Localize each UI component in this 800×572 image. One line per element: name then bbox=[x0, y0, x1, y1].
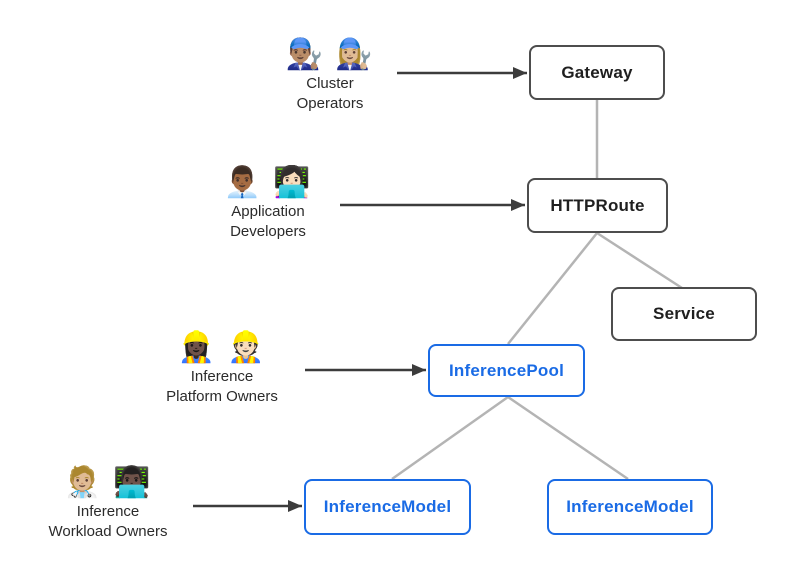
node-inferencemodel-right: InferenceModel bbox=[547, 479, 713, 535]
actor-label-line: Cluster bbox=[306, 75, 354, 92]
actor-label-line: Application bbox=[231, 203, 305, 220]
actor-label-line: Developers bbox=[230, 223, 306, 240]
construction-workers-pair-emoji: 👷🏿‍♀️ 👷🏻 bbox=[177, 331, 267, 364]
edge-inferencepool-inferencemodel-b bbox=[507, 395, 629, 481]
actor-label-line: Platform Owners bbox=[166, 388, 278, 405]
node-inferencepool: InferencePool bbox=[428, 344, 585, 397]
actor-inference-platform-owners: 👷🏿‍♀️ 👷🏻 Inference Platform Owners bbox=[127, 329, 317, 407]
office-worker-and-technologist-emoji: 👨🏾‍💼 👩🏻‍💻 bbox=[223, 166, 313, 199]
node-gateway: Gateway bbox=[529, 45, 665, 100]
actor-label-line: Inference bbox=[190, 368, 254, 385]
node-service: Service bbox=[611, 287, 757, 341]
actor-label-line: Workload Owners bbox=[48, 523, 168, 540]
actor-label-line: Inference bbox=[76, 503, 140, 520]
actor-inference-workload-owners: 🧑🏼‍⚕️ 👨🏿‍💻 Inference Workload Owners bbox=[13, 464, 203, 542]
actor-label-line: Operators bbox=[296, 95, 364, 112]
edge-httproute-inferencepool bbox=[507, 232, 598, 345]
node-httproute: HTTPRoute bbox=[527, 178, 668, 233]
actor-cluster-operators: 👨🏽‍🔧 👩🏼‍🔧 Cluster Operators bbox=[235, 36, 425, 114]
mechanics-pair-emoji: 👨🏽‍🔧 👩🏼‍🔧 bbox=[285, 38, 375, 71]
node-inferencemodel-left: InferenceModel bbox=[304, 479, 471, 535]
edge-httproute-service bbox=[596, 231, 683, 290]
edge-inferencepool-inferencemodel-a bbox=[391, 395, 509, 481]
health-worker-and-technologist-emoji: 🧑🏼‍⚕️ 👨🏿‍💻 bbox=[63, 466, 153, 499]
actor-application-developers: 👨🏾‍💼 👩🏻‍💻 Application Developers bbox=[173, 164, 363, 242]
